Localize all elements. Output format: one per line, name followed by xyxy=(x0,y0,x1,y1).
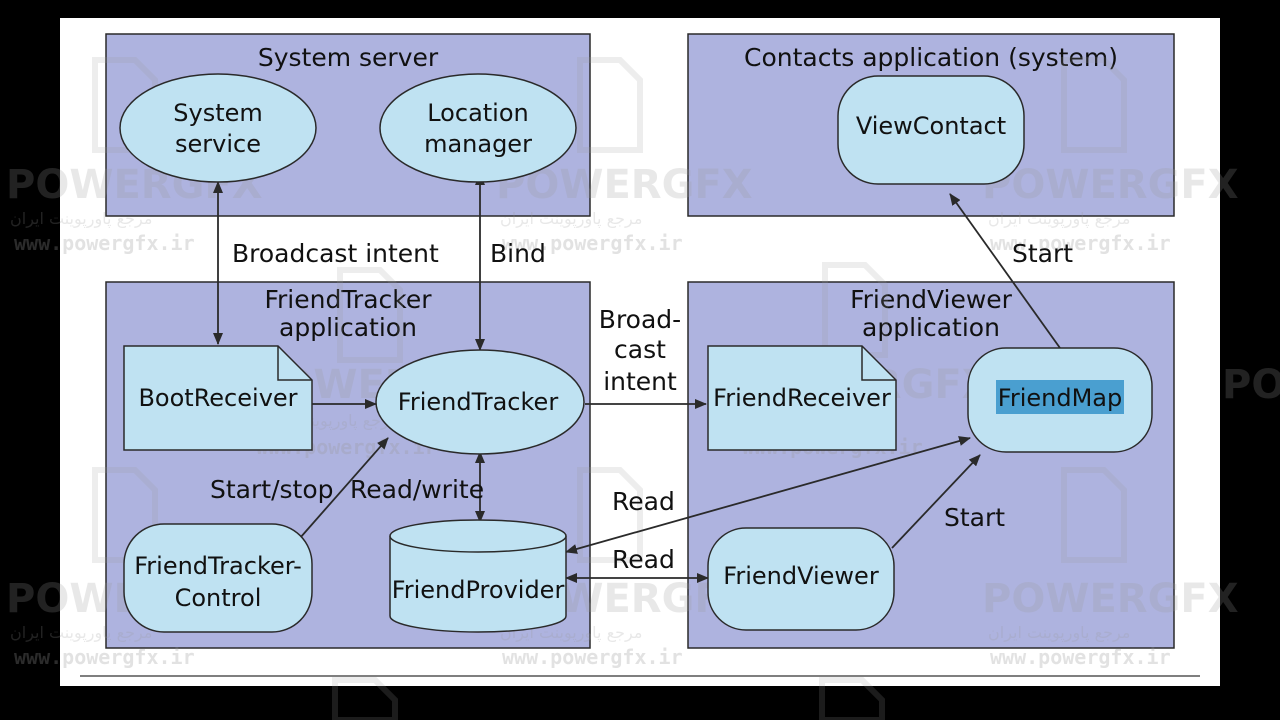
node-friend-map: FriendMap xyxy=(967,347,1153,453)
broadcast-label-line1: Broad- xyxy=(599,305,681,334)
location-manager-label-line1: Location xyxy=(427,99,529,127)
watermark-url: www.powergfx.ir xyxy=(502,231,683,255)
friendviewer-application-label-line1: FriendViewer xyxy=(850,285,1013,314)
edge-labels: Broadcast intent Bind Start Broad- cast … xyxy=(210,239,1073,574)
watermark-url: www.powergfx.ir xyxy=(990,645,1171,669)
broadcast-label-line2: cast xyxy=(614,335,666,364)
watermark-persian: مرجع پاورپوینت ایران xyxy=(10,623,152,643)
friend-viewer-label: FriendViewer xyxy=(723,562,879,590)
node-boot-receiver: BootReceiver xyxy=(123,345,313,451)
location-manager-label-line2: manager xyxy=(424,130,532,158)
watermark-url: www.powergfx.ir xyxy=(502,645,683,669)
friend-map-highlight xyxy=(996,380,1124,414)
friend-tracker-label: FriendTracker xyxy=(398,388,559,416)
friend-tracker-control-label-line1: FriendTracker- xyxy=(134,552,302,580)
watermark-brand: POWERGFX xyxy=(982,576,1239,622)
friendtracker-application-label-line2: application xyxy=(279,313,417,342)
node-friend-provider: FriendProvider xyxy=(389,519,567,633)
watermark-persian: مرجع پاورپوینت ایران xyxy=(988,209,1130,229)
edge-friendmap-friendprovider xyxy=(565,436,971,554)
read-map-label: Read xyxy=(612,487,675,516)
watermark-url: www.powergfx.ir xyxy=(990,231,1171,255)
friend-tracker-control-label-line2: Control xyxy=(175,584,262,612)
connectors xyxy=(213,173,1061,583)
node-system-service: System service xyxy=(119,73,317,183)
bind-label: Bind xyxy=(490,239,546,268)
edge-control-friendtracker xyxy=(299,437,389,539)
watermark-persian: مرجع پاورپوینت ایران xyxy=(988,623,1130,643)
start-map-label: Start xyxy=(944,503,1005,532)
node-friend-receiver: FriendReceiver xyxy=(707,345,897,451)
broadcast-label-line3: intent xyxy=(603,367,677,396)
watermark-brand: POWERGFX xyxy=(1222,362,1280,408)
read-write-label: Read/write xyxy=(350,475,484,504)
friend-receiver-label: FriendReceiver xyxy=(713,384,891,412)
edge-friendviewer-friendmap xyxy=(891,454,981,549)
view-contact-label: ViewContact xyxy=(856,112,1006,140)
friendviewer-application-label-line2: application xyxy=(862,313,1000,342)
node-friend-viewer: FriendViewer xyxy=(707,527,895,631)
watermark-brand: POWERGFX xyxy=(982,162,1239,208)
edge-friendmap-viewcontact xyxy=(949,193,1061,349)
friendtracker-application-label-line1: FriendTracker xyxy=(264,285,432,314)
watermark-url: www.powergfx.ir xyxy=(14,231,195,255)
system-server-label: System server xyxy=(258,43,439,72)
boot-receiver-label: BootReceiver xyxy=(138,384,297,412)
watermark-persian: مرجع پاورپوینت ایران xyxy=(10,209,152,229)
contacts-application-label: Contacts application (system) xyxy=(744,43,1118,72)
start-stop-label: Start/stop xyxy=(210,475,334,504)
watermark-url: www.powergfx.ir xyxy=(14,645,195,669)
watermark-persian: مرجع پاورپوینت ایران xyxy=(500,209,642,229)
friend-map-label: FriendMap xyxy=(998,384,1122,412)
system-service-label-line2: service xyxy=(175,130,261,158)
node-location-manager: Location manager xyxy=(379,73,577,183)
node-friend-tracker-control: FriendTracker- Control xyxy=(123,523,313,633)
system-service-label-line1: System xyxy=(173,99,263,127)
node-view-contact: ViewContact xyxy=(837,75,1025,185)
friend-provider-label: FriendProvider xyxy=(392,576,565,604)
node-friend-tracker: FriendTracker xyxy=(375,349,585,455)
broadcast-intent-label: Broadcast intent xyxy=(232,239,439,268)
start-contacts-label: Start xyxy=(1012,239,1073,268)
read-viewer-label: Read xyxy=(612,545,675,574)
